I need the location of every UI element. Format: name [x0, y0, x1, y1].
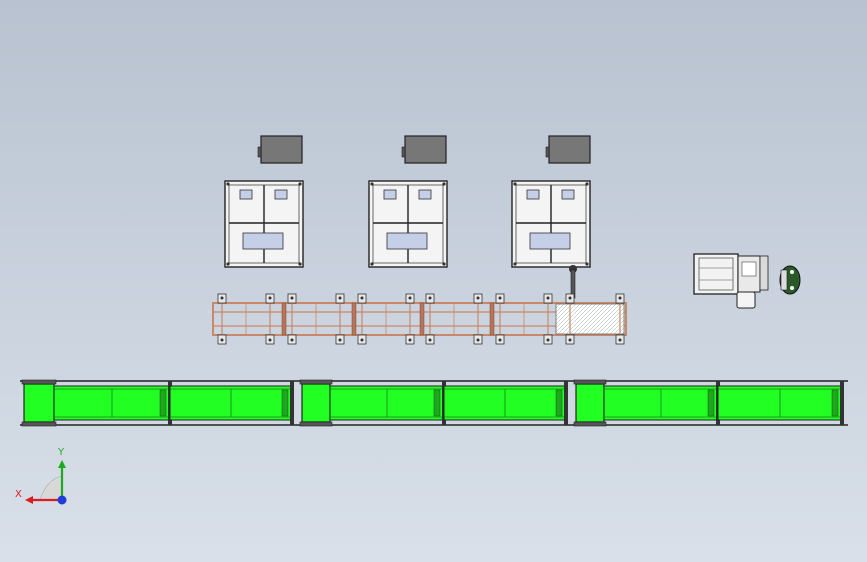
- rack-divider: [419, 302, 425, 336]
- clamp-bolt: [568, 338, 572, 342]
- drive-cap-bottom: [299, 421, 333, 427]
- clamp-bolt: [498, 338, 502, 342]
- fixture-rack: [212, 293, 627, 345]
- monitor-3: [545, 135, 591, 164]
- monitor-group: [257, 135, 591, 164]
- clamp-bolt: [428, 296, 432, 300]
- clamp-bolt: [618, 338, 622, 342]
- rack-clamp: [565, 293, 575, 345]
- clamp-bolt: [568, 296, 572, 300]
- drive-unit: [575, 383, 605, 423]
- belt-segment: [329, 381, 446, 425]
- clamp-bolt: [408, 338, 412, 342]
- cabinet-2: [368, 180, 448, 268]
- clamp-bolt: [546, 338, 550, 342]
- conveyor-line: [20, 379, 848, 427]
- support-leg: [840, 381, 844, 425]
- drive-unit: [23, 383, 55, 423]
- belt-roller: [555, 389, 563, 417]
- clamp-bolt: [220, 296, 224, 300]
- rack-clamp: [543, 293, 553, 345]
- clamp-bolt: [428, 338, 432, 342]
- loading-fixture: [555, 303, 625, 335]
- belt-roller: [707, 389, 715, 417]
- conveyor-section-1: [21, 379, 294, 427]
- belt-roller: [831, 389, 839, 417]
- drive-cap-top: [21, 379, 57, 385]
- clamp-bolt: [360, 338, 364, 342]
- end-effector: [779, 265, 801, 295]
- rack-divider: [351, 302, 357, 336]
- support-post: [569, 265, 577, 299]
- clamp-bolt: [408, 296, 412, 300]
- belt-segment: [53, 381, 172, 425]
- belt-segment: [169, 381, 294, 425]
- belt-roller: [433, 389, 441, 417]
- conveyor-section-2: [299, 379, 568, 427]
- support-leg: [290, 381, 294, 425]
- rack-clamp: [425, 293, 435, 345]
- belt-roller: [159, 389, 167, 417]
- clamp-bolt: [268, 296, 272, 300]
- belt-segment: [603, 381, 720, 425]
- clamp-bolt: [360, 296, 364, 300]
- y-axis-label: Y: [57, 447, 65, 458]
- cabinet-group: [224, 180, 591, 268]
- cabinet-1: [224, 180, 304, 268]
- clamp-bolt: [290, 296, 294, 300]
- clamp-bolt: [220, 338, 224, 342]
- drive-cap-top: [573, 379, 607, 385]
- drive-cap-bottom: [21, 421, 57, 427]
- clamp-bolt: [268, 338, 272, 342]
- clamp-bolt: [338, 296, 342, 300]
- belt-segment: [443, 381, 568, 425]
- rack-clamp: [287, 293, 297, 345]
- cabinet-3: [511, 180, 591, 268]
- rack-divider: [489, 302, 495, 336]
- clamp-bolt: [498, 296, 502, 300]
- rack-clamp: [217, 293, 227, 345]
- rack-clamp: [495, 293, 505, 345]
- support-leg: [564, 381, 568, 425]
- clamp-bolt: [476, 338, 480, 342]
- rack-clamp: [265, 293, 275, 345]
- rack-clamp: [405, 293, 415, 345]
- belt-segment: [717, 381, 844, 425]
- monitor-2: [401, 135, 447, 164]
- clamp-bolt: [618, 296, 622, 300]
- drive-unit: [301, 383, 331, 423]
- rack-divider: [281, 302, 287, 336]
- clamp-bolt: [290, 338, 294, 342]
- clamp-bolt: [338, 338, 342, 342]
- robot-cell: [693, 253, 801, 309]
- rack-clamp: [357, 293, 367, 345]
- monitor-1: [257, 135, 303, 164]
- drive-cap-bottom: [573, 421, 607, 427]
- rack-clamp: [615, 293, 625, 345]
- rack-clamp: [473, 293, 483, 345]
- x-axis-label: X: [15, 489, 22, 500]
- clamp-bolt: [546, 296, 550, 300]
- belt-roller: [281, 389, 289, 417]
- rack-clamp: [335, 293, 345, 345]
- drive-cap-top: [299, 379, 333, 385]
- conveyor-section-3: [573, 379, 844, 427]
- clamp-bolt: [476, 296, 480, 300]
- coordinate-triad-icon: Y X: [15, 447, 67, 505]
